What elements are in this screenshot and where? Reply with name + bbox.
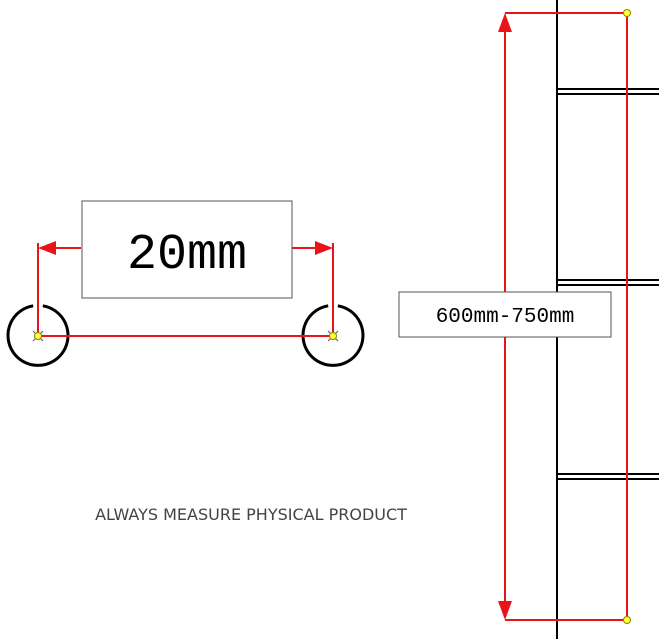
spacing-label-box [81, 200, 293, 299]
arrow-left-icon [38, 241, 56, 255]
arrow-up-icon [498, 13, 512, 32]
height-label: 600mm-750mm [436, 306, 575, 329]
arrow-right-icon [315, 241, 333, 255]
measure-note: ALWAYS MEASURE PHYSICAL PRODUCT [95, 505, 407, 524]
arrow-down-icon [498, 601, 512, 620]
endpoint-top-marker [623, 9, 631, 17]
rung-bottom [557, 473, 659, 480]
spacing-label: 20mm [127, 227, 247, 284]
center-marker-left [32, 330, 44, 342]
height-dimension: 600mm-750mm [398, 9, 631, 624]
left-hole-circle [6, 304, 70, 367]
rung-middle [557, 279, 659, 286]
right-hole-circle [301, 304, 365, 367]
height-label-box [398, 291, 612, 338]
center-marker-right [327, 330, 339, 342]
endpoint-bottom-marker [623, 616, 631, 624]
rung-top [557, 88, 659, 95]
spacing-dimension: 20mm [6, 200, 365, 367]
